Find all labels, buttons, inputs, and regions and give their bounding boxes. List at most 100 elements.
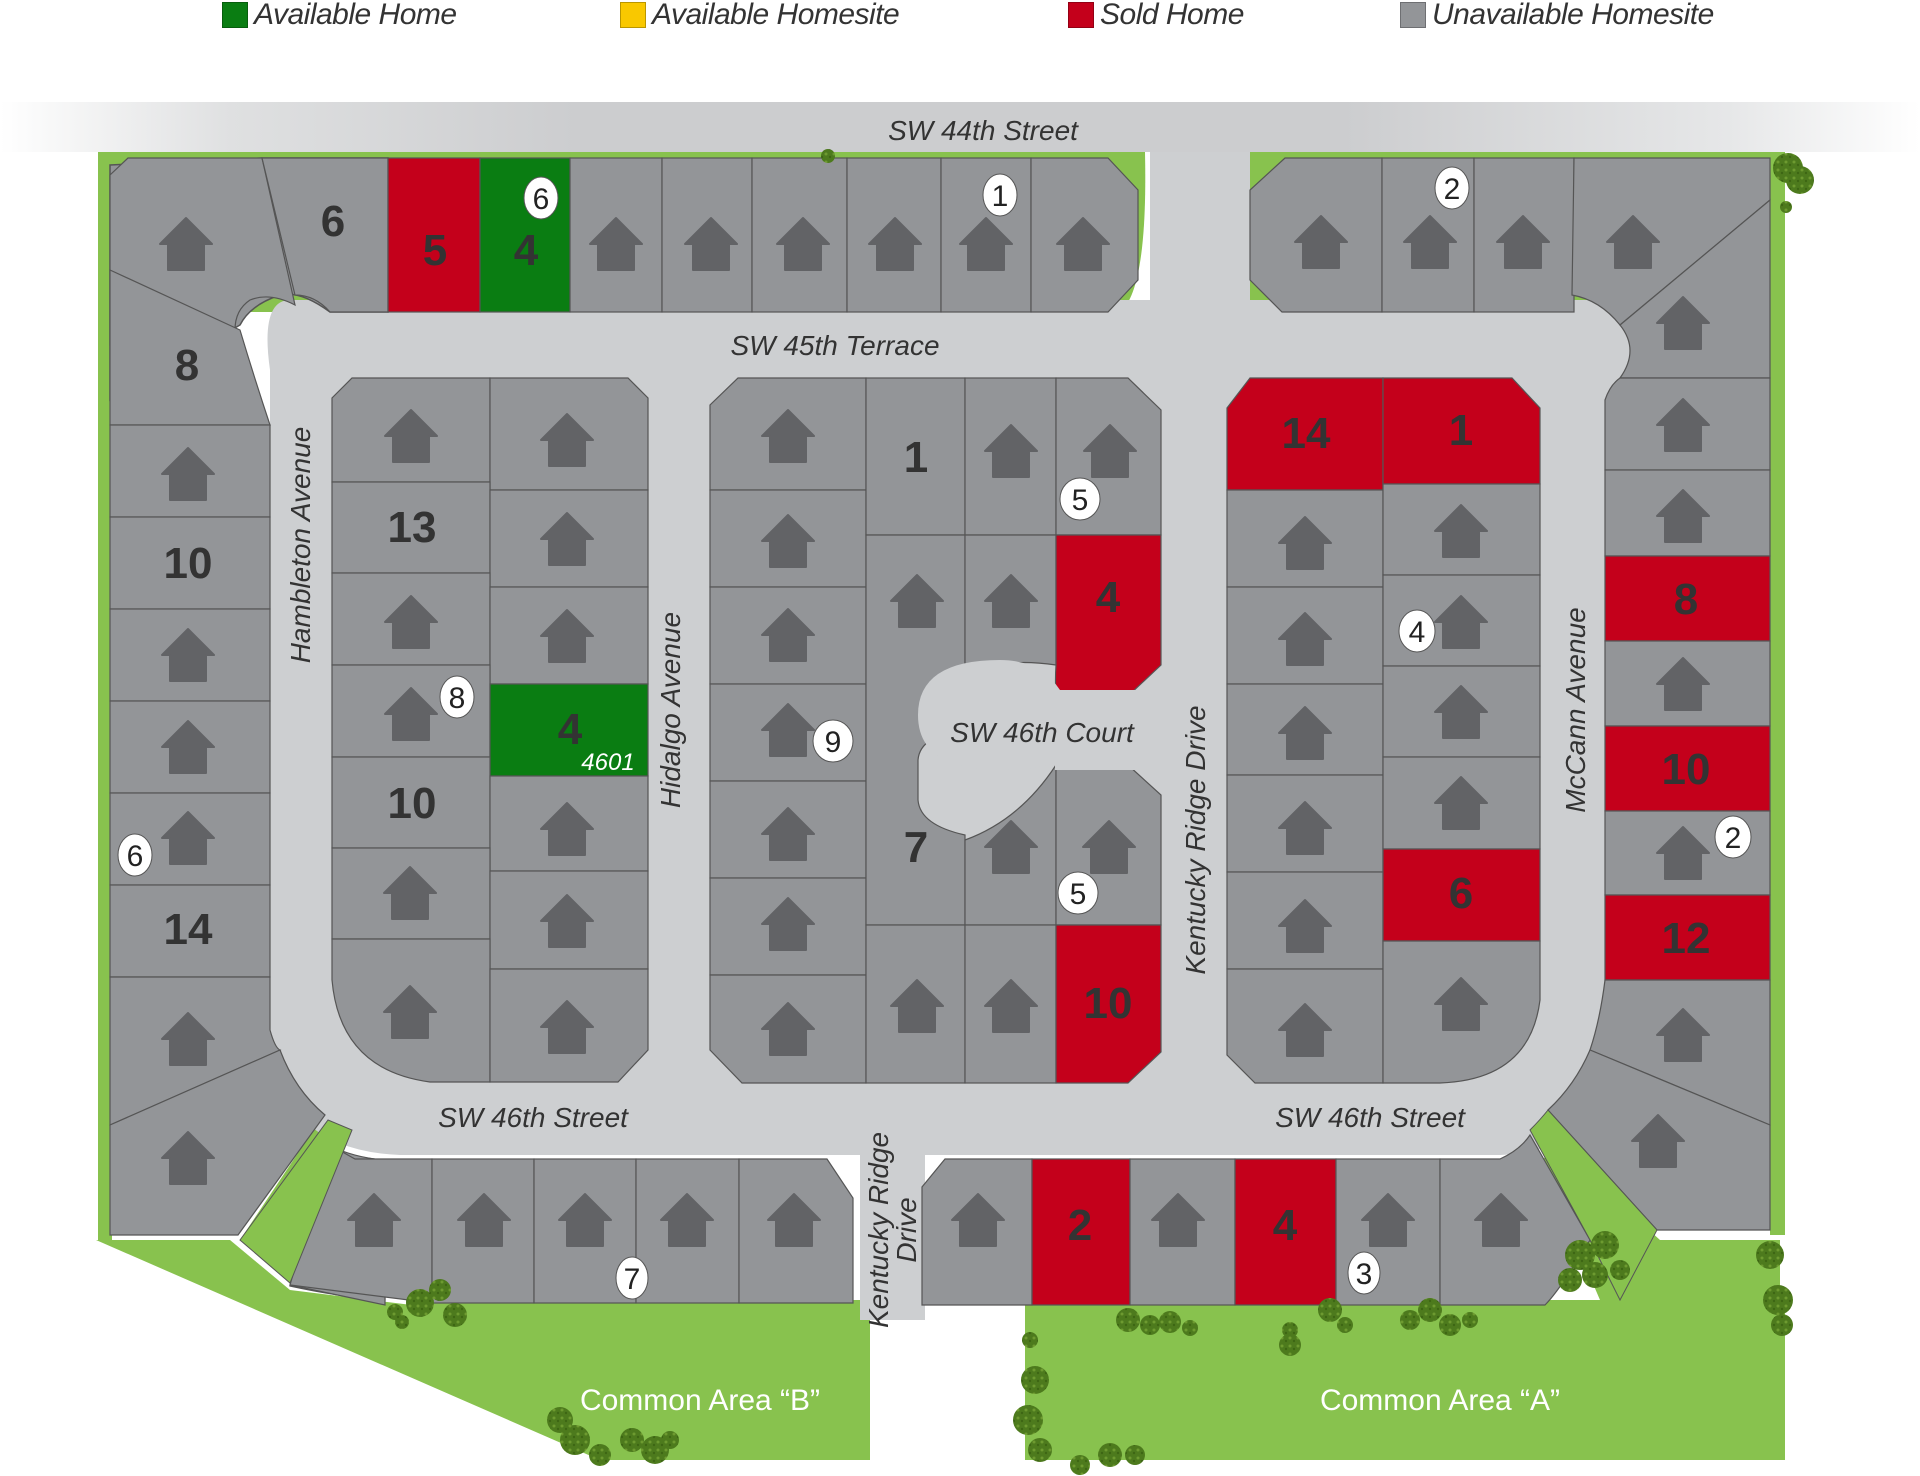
tree-icon bbox=[661, 1431, 679, 1449]
sw44-street-road bbox=[0, 102, 1920, 152]
phase-marker[interactable]: 5 bbox=[1059, 477, 1101, 521]
phase-marker[interactable]: 8 bbox=[439, 675, 475, 719]
lot[interactable] bbox=[635, 1158, 740, 1304]
lot-sold[interactable] bbox=[387, 157, 481, 313]
phase-marker-number: 5 bbox=[1072, 484, 1089, 517]
lot[interactable] bbox=[261, 157, 389, 313]
tree-icon bbox=[1116, 1308, 1140, 1332]
lot-number: 4 bbox=[1273, 1201, 1298, 1250]
lot-available-home[interactable] bbox=[479, 157, 571, 313]
lot-number: 12 bbox=[1662, 914, 1711, 963]
tree-icon bbox=[1013, 1405, 1043, 1435]
phase-marker[interactable]: 2 bbox=[1714, 815, 1752, 859]
street-label-sw44: SW 44th Street bbox=[888, 115, 1079, 146]
lot-sold[interactable] bbox=[1604, 725, 1771, 812]
lot-number: 10 bbox=[1084, 979, 1133, 1028]
lot-address: 4601 bbox=[581, 749, 634, 776]
common-area-b bbox=[395, 1305, 870, 1460]
tree-icon bbox=[1028, 1438, 1052, 1462]
lot-number: 6 bbox=[321, 197, 345, 246]
phase-marker[interactable]: 6 bbox=[117, 833, 153, 877]
tree-icon bbox=[1558, 1268, 1582, 1292]
tree-icon bbox=[1771, 1314, 1793, 1336]
lot-numbers: 6 5 4 8 10 14 13 10 4 4601 1 4 7 10 14 1… bbox=[164, 197, 1711, 1250]
tree-icon bbox=[620, 1428, 644, 1452]
available-homesite-swatch bbox=[620, 2, 646, 28]
street-label-sw46-west: SW 46th Street bbox=[438, 1102, 629, 1133]
phase-marker-number: 5 bbox=[1070, 878, 1087, 911]
common-area-a-label: Common Area “A” bbox=[1320, 1384, 1560, 1417]
tree-icon bbox=[1756, 1241, 1784, 1269]
tree-icon bbox=[1182, 1320, 1198, 1336]
street-labels: SW 45th Terrace Hambleton Avenue Hidalgo… bbox=[285, 330, 1591, 1328]
legend-label: Unavailable Homesite bbox=[1432, 0, 1714, 31]
tree-icon bbox=[443, 1303, 467, 1327]
phase-marker[interactable]: 4 bbox=[1398, 609, 1436, 653]
tree-icon bbox=[1140, 1315, 1160, 1335]
lot[interactable] bbox=[109, 516, 271, 610]
sw46-court-culdesac bbox=[918, 660, 1060, 770]
phase-marker[interactable]: 6 bbox=[523, 176, 559, 220]
tree-icon bbox=[1763, 1285, 1793, 1315]
tree-icon bbox=[429, 1279, 451, 1301]
lot-number: 8 bbox=[175, 341, 199, 390]
phase-marker[interactable]: 5 bbox=[1057, 871, 1099, 915]
sw46-court-road bbox=[1055, 690, 1160, 770]
lot-number: 7 bbox=[904, 823, 928, 872]
block-d-lots bbox=[1226, 377, 1541, 1084]
phase-marker-number: 1 bbox=[992, 180, 1009, 213]
lot-sold[interactable] bbox=[1382, 377, 1541, 485]
lot-available-home[interactable] bbox=[489, 683, 649, 777]
lot-number: 2 bbox=[1068, 1201, 1092, 1250]
phase-marker[interactable]: 7 bbox=[615, 1256, 649, 1300]
street-label-kentucky-ridge-south-2: Drive bbox=[891, 1197, 922, 1262]
tree-icons bbox=[387, 149, 1814, 1475]
phase-marker-number: 6 bbox=[533, 183, 550, 216]
lot[interactable] bbox=[109, 884, 271, 978]
tree-icon bbox=[1098, 1443, 1122, 1467]
lot-number: 10 bbox=[388, 779, 437, 828]
phase-marker-number: 8 bbox=[449, 682, 466, 715]
lot-number: 1 bbox=[904, 433, 928, 482]
available-home-swatch bbox=[222, 2, 248, 28]
tree-icon bbox=[560, 1425, 590, 1455]
lot-number: 4 bbox=[558, 705, 583, 754]
lot-sold[interactable] bbox=[1031, 1158, 1131, 1306]
lot-sold[interactable] bbox=[1604, 555, 1771, 642]
tree-icon bbox=[1582, 1262, 1608, 1288]
phase-marker[interactable]: 9 bbox=[812, 719, 854, 763]
phase-marker-number: 9 bbox=[825, 726, 842, 759]
phase-marker-number: 2 bbox=[1444, 173, 1461, 206]
lot-number: 10 bbox=[164, 539, 213, 588]
sold-home-swatch bbox=[1068, 2, 1094, 28]
lot[interactable] bbox=[109, 1049, 326, 1236]
tree-icon bbox=[1780, 201, 1792, 213]
left-column-lots bbox=[109, 269, 326, 1236]
street-label-sw46-court: SW 46th Court bbox=[950, 717, 1135, 748]
tree-icon bbox=[1786, 166, 1814, 194]
lot-sold[interactable] bbox=[1055, 924, 1162, 1084]
legend: Available Home Available Homesite Sold H… bbox=[0, 0, 1920, 40]
tree-icon bbox=[1439, 1314, 1461, 1336]
tree-icon bbox=[1070, 1455, 1090, 1475]
lot[interactable] bbox=[331, 756, 491, 849]
lot-sold[interactable] bbox=[1382, 848, 1541, 942]
lot-number: 13 bbox=[388, 503, 437, 552]
block-b-lots bbox=[331, 377, 649, 1083]
phase-marker[interactable]: 1 bbox=[982, 173, 1018, 217]
lot-sold[interactable] bbox=[1604, 894, 1771, 981]
tree-icon bbox=[1159, 1311, 1181, 1333]
street-label-sw46-east: SW 46th Street bbox=[1275, 1102, 1466, 1133]
legend-label: Sold Home bbox=[1100, 0, 1244, 31]
tree-icon bbox=[1125, 1445, 1145, 1465]
lot[interactable] bbox=[331, 481, 491, 574]
tree-icon bbox=[1279, 1334, 1301, 1356]
legend-item-unavailable-homesite: Unavailable Homesite bbox=[1400, 0, 1714, 31]
phase-marker[interactable]: 3 bbox=[1347, 1251, 1381, 1295]
lot[interactable] bbox=[865, 377, 966, 536]
street-label-mccann: McCann Avenue bbox=[1560, 607, 1591, 812]
lot-sold[interactable] bbox=[1234, 1158, 1337, 1306]
phase-marker[interactable]: 2 bbox=[1434, 166, 1470, 210]
street-label-hambleton: Hambleton Avenue bbox=[285, 427, 316, 664]
